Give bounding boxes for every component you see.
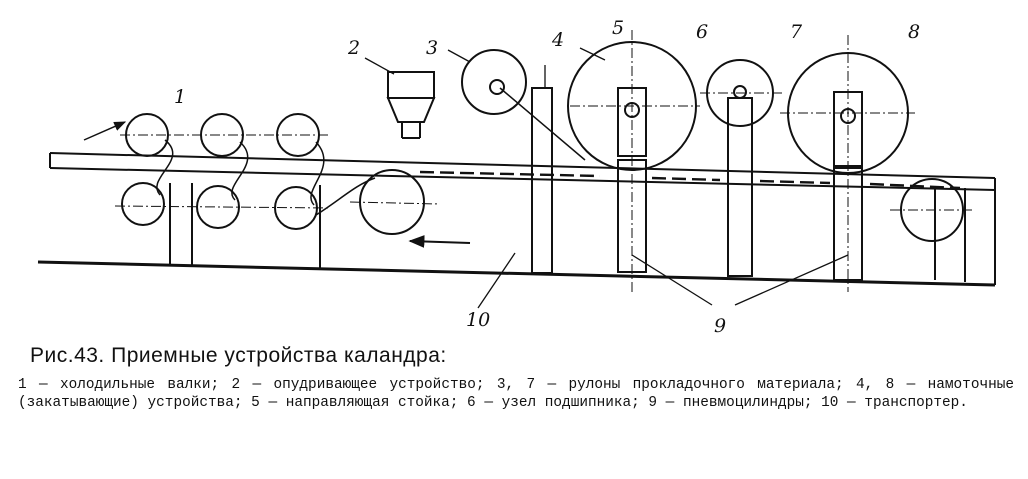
interleaving-roll-3 (447, 49, 586, 161)
figure-caption: Рис.43. Приемные устройства каландра: 1 … (18, 344, 1014, 412)
caption-legend: 1 — холодильные валки; 2 — опудривающее … (18, 377, 1014, 411)
callout-7: 7 (790, 21, 803, 43)
callout-5: 5 (612, 17, 624, 39)
guide-post (531, 65, 553, 274)
material-path (419, 170, 961, 190)
interleaving-roll-7 (706, 59, 774, 277)
callout-6: 6 (696, 21, 708, 43)
dusting-device (364, 57, 436, 139)
callout-10: 10 (466, 309, 490, 331)
pneumatic-cylinders (631, 254, 849, 306)
calender-receiving-device-diagram: 1 2 3 4 5 6 7 8 9 10 (37, 17, 996, 337)
callout-4: 4 (551, 29, 564, 51)
machine-frame (49, 152, 996, 285)
callout-9: 9 (714, 315, 726, 337)
callout-3: 3 (426, 37, 438, 59)
callout-1: 1 (174, 86, 186, 108)
callout-8: 8 (908, 21, 920, 43)
center-lines (114, 30, 975, 292)
conveyor (37, 235, 996, 309)
callout-2: 2 (347, 37, 360, 59)
caption-title: Рис.43. Приемные устройства каландра: (30, 344, 447, 367)
